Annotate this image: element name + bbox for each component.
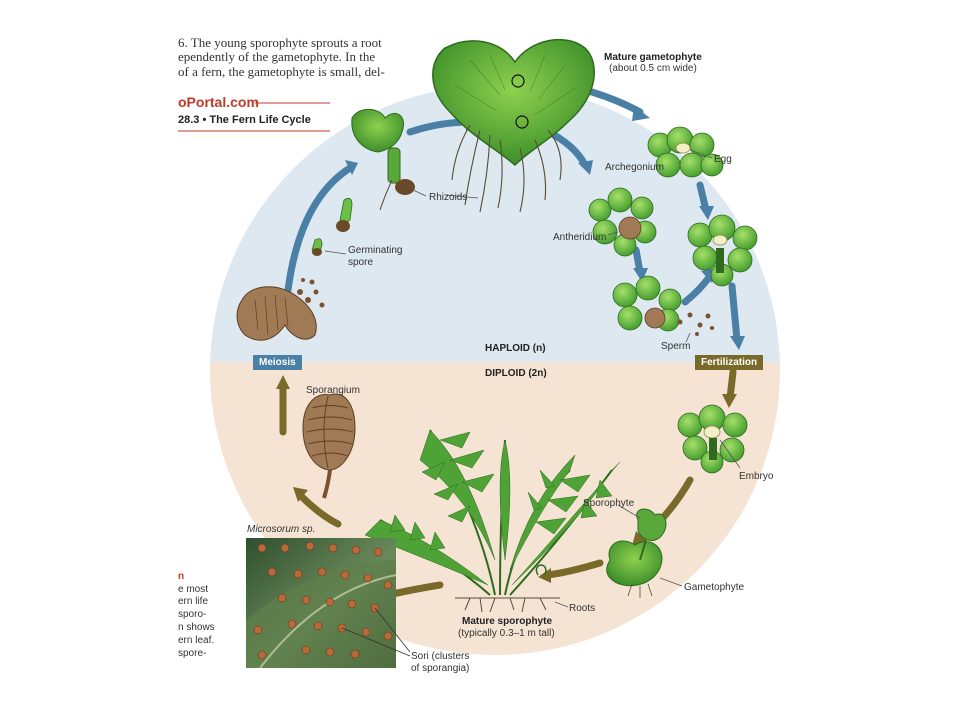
photo-species-label: Microsorum sp. bbox=[247, 524, 316, 535]
antheridium-illustration bbox=[588, 187, 657, 257]
young-gametophyte-illustration bbox=[351, 108, 427, 211]
caption-line-7: spore- bbox=[178, 648, 207, 659]
antheridium-label: Antheridium bbox=[553, 232, 607, 243]
book-text-line-1: 6. The young sporophyte sprouts a root bbox=[178, 35, 382, 50]
mature-fern-illustration bbox=[364, 429, 621, 613]
embryo-illustration bbox=[677, 404, 748, 474]
caption-line-2: e most bbox=[178, 584, 209, 595]
sporangium-label: Sporangium bbox=[306, 385, 360, 396]
caption-line-1: n bbox=[178, 571, 185, 582]
sperm-label: Sperm bbox=[661, 341, 691, 352]
sporophyte-label: Sporophyte bbox=[583, 498, 635, 509]
archegonium-label: Archegonium bbox=[605, 162, 664, 173]
gametophyte-label: Gametophyte bbox=[684, 582, 745, 593]
brand-name: oPortal.com bbox=[178, 94, 259, 110]
sporangium-illustration bbox=[302, 393, 356, 499]
book-text-line-3: of a fern, the gametophyte is small, del… bbox=[178, 64, 385, 79]
caption-line-4: sporo- bbox=[178, 609, 207, 620]
caption-line-3: ern life bbox=[178, 596, 209, 607]
germinating-spore-label-line-1: Germinating bbox=[348, 245, 403, 256]
germinating-spores-illustration bbox=[311, 197, 353, 256]
figure-title: 28.3 • The Fern Life Cycle bbox=[178, 114, 311, 126]
archegonium-illustration bbox=[647, 126, 724, 178]
meiosis-tag: Meiosis bbox=[253, 355, 302, 370]
caption-line-6: ern leaf. bbox=[178, 635, 215, 646]
sperm-release-illustration bbox=[612, 275, 714, 343]
sori-label-line-2: of sporangia) bbox=[411, 663, 470, 674]
haploid-label: HAPLOID (n) bbox=[485, 343, 546, 354]
roots-label: Roots bbox=[569, 603, 596, 614]
mature-gametophyte-label: Mature gametophyte bbox=[604, 52, 702, 63]
fertilization-cells-illustration bbox=[687, 214, 758, 287]
sori-label-line-1: Sori (clusters bbox=[411, 651, 470, 662]
gametophyte-size-label: (about 0.5 cm wide) bbox=[609, 63, 697, 74]
sporangium-burst-illustration bbox=[236, 278, 325, 341]
caption-line-5: n shows bbox=[178, 622, 215, 633]
young-sporophyte-illustration bbox=[606, 504, 683, 598]
diploid-label: DIPLOID (2n) bbox=[485, 368, 547, 379]
mature-gametophyte-illustration bbox=[432, 38, 596, 213]
sporophyte-size-label: (typically 0.3–1 m tall) bbox=[458, 628, 555, 639]
embryo-label: Embryo bbox=[739, 471, 774, 482]
egg-label: Egg bbox=[714, 154, 732, 165]
germinating-spore-label-line-2: spore bbox=[348, 257, 374, 268]
microsorum-photo bbox=[246, 538, 411, 669]
book-text-line-2: ependently of the gametophyte. In the bbox=[178, 49, 376, 64]
fertilization-tag: Fertilization bbox=[695, 355, 764, 370]
rhizoids-label: Rhizoids bbox=[429, 192, 468, 203]
mature-sporophyte-label: Mature sporophyte bbox=[462, 616, 553, 627]
